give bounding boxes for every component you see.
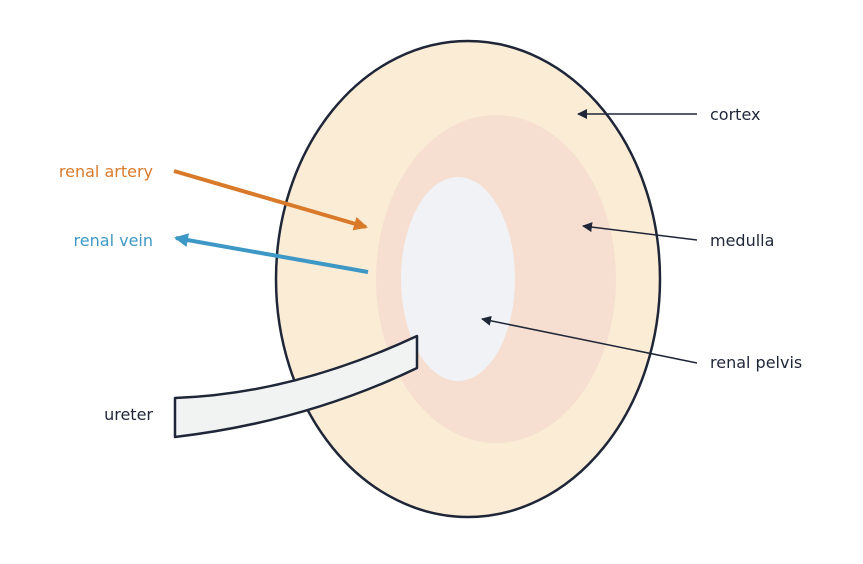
medulla-pointer (582, 222, 698, 241)
ureter-tube (173, 334, 419, 439)
renal-pelvis-pointer (481, 315, 698, 364)
renal-artery-label: renal artery (59, 162, 153, 181)
renal-pelvis-label: renal pelvis (710, 353, 802, 372)
ureter-label: ureter (104, 405, 153, 424)
renal-pelvis-region (401, 177, 515, 381)
medulla-label: medulla (710, 231, 774, 250)
renal-artery-arrow (173, 169, 368, 231)
renal-vein-arrow (174, 233, 369, 274)
renal-vein-label: renal vein (74, 231, 153, 250)
cortex-label: cortex (710, 105, 760, 124)
